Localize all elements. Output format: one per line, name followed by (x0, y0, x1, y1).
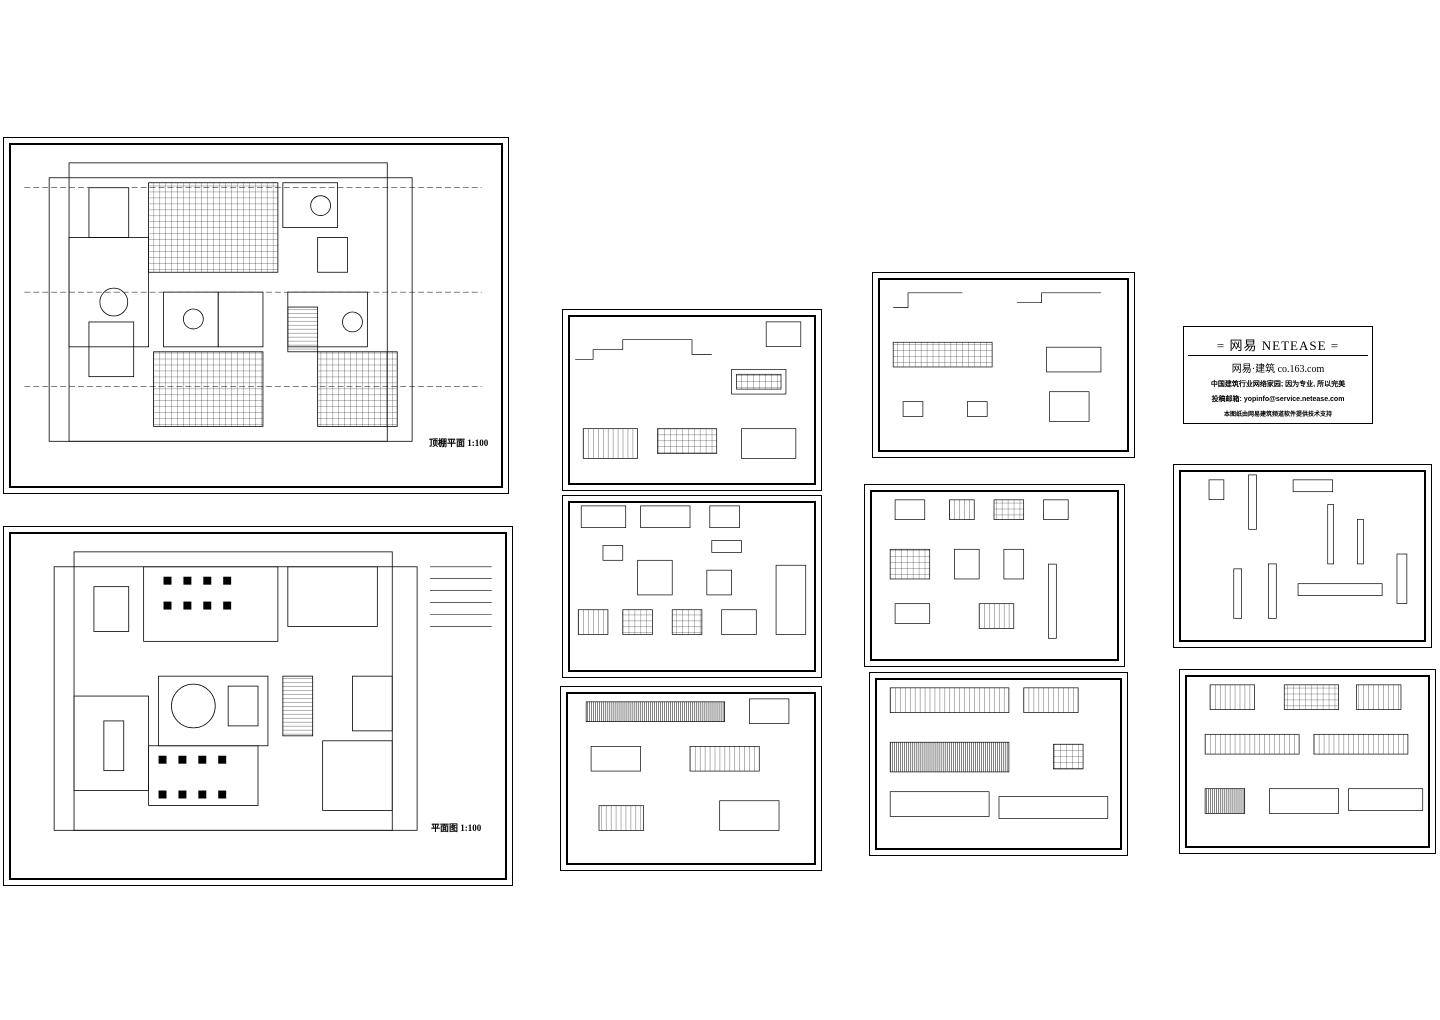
sheet-border (568, 501, 816, 672)
brand-line-1: = 网易 NETEASE = (1216, 338, 1340, 353)
elevation-sheet-5 (1179, 669, 1436, 854)
detail-sheet-2 (864, 484, 1125, 667)
elevation-drawing-5 (1204, 684, 1424, 814)
sheet-border (870, 490, 1119, 661)
sheet-border (9, 143, 503, 488)
netease-title-block: = 网易 NETEASE = 网易·建筑 co.163.com 中国建筑行业网络… (1183, 326, 1373, 424)
sheet-border (568, 315, 816, 485)
brand-line-3: 中国建筑行业网络家园; 因为专业, 所以完美 (1210, 381, 1346, 388)
brand-line-5: 本图纸由网易建筑频道软件提供技术支持 (1223, 412, 1332, 418)
elevation-drawing-1 (575, 321, 802, 459)
sheet-border (1185, 675, 1430, 848)
ceiling-plan-title: 顶棚平面 1:100 (429, 438, 489, 448)
floor-plan-title: 平面图 1:100 (431, 823, 482, 833)
floor-plan-sheet: 平面图 1:100 (3, 526, 513, 886)
sheet-border (1179, 470, 1426, 642)
elevation-sheet-3 (560, 686, 822, 871)
floor-plan-drawing (53, 551, 492, 831)
elevation-drawing-2 (577, 505, 807, 635)
brand-line-2: 网易·建筑 co.163.com (1231, 364, 1325, 375)
ceiling-plan-drawing (24, 162, 482, 442)
sheet-border (875, 678, 1122, 850)
detail-sheet-3 (1173, 464, 1432, 648)
detail-drawing-1 (892, 292, 1102, 422)
elevation-drawing-3 (585, 698, 790, 831)
detail-sheet-1 (872, 272, 1135, 458)
elevation-drawing-4 (889, 687, 1109, 819)
elevation-sheet-1 (562, 309, 822, 491)
brand-line-4: 投稿邮箱: yopinfo@service.netease.com (1211, 396, 1345, 403)
sheet-border (878, 278, 1129, 452)
detail-drawing-3 (1208, 474, 1408, 619)
sheet-border (566, 692, 816, 865)
separator (1188, 355, 1368, 356)
sheet-border (9, 532, 507, 880)
ceiling-plan-sheet: 顶棚平面 1:100 (3, 137, 509, 494)
elevation-sheet-2 (562, 495, 822, 678)
elevation-sheet-4 (869, 672, 1128, 856)
detail-drawing-2 (889, 499, 1069, 639)
